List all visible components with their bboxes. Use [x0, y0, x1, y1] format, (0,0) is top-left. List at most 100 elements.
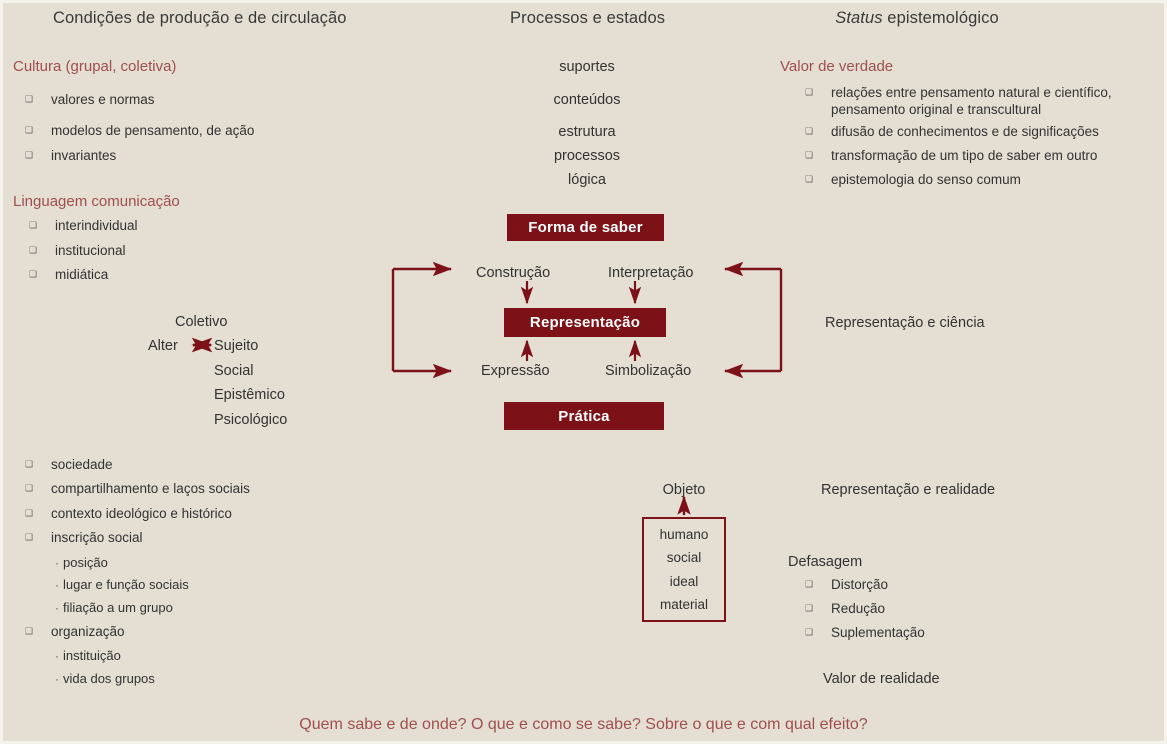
sub-bullet-dot-icon: · [55, 672, 59, 686]
label-sujeito: Sujeito [214, 338, 259, 354]
center-item-estrutura: estrutura [558, 124, 616, 140]
column-heading-right: Status epistemológico [835, 9, 999, 28]
column-heading-right-italic: Status [835, 9, 883, 27]
sub-list-item: · instituição [55, 648, 121, 663]
right-feedback-loop [724, 261, 783, 379]
sub-bullet-dot-icon: · [55, 649, 59, 663]
list-item: ❑ Suplementação [805, 625, 1135, 642]
list-item: ❑ interindividual [29, 218, 329, 235]
sub-bullet-dot-icon: · [55, 578, 59, 592]
column-heading-center: Processos e estados [510, 9, 666, 27]
center-item-logica: lógica [568, 172, 606, 188]
label-coletivo-psicologico: Psicológico [214, 412, 288, 428]
bullet-square-icon: ❑ [805, 604, 814, 614]
column-heading-left: Condições de produção e de circulação [53, 9, 347, 27]
list-item-label: Distorção [831, 577, 889, 592]
sub-list-item: · lugar e função sociais [55, 577, 189, 592]
list-item: ❑ invariantes [25, 148, 355, 165]
objeto-item-social: social [666, 550, 702, 566]
label-interpretacao: Interpretação [608, 265, 694, 281]
column-heading-right-rest: epistemológico [882, 9, 999, 27]
diagram-caption: Quem sabe e de onde? O que e como se sab… [299, 716, 868, 733]
bullet-square-icon: ❑ [805, 175, 814, 185]
heading-defasagem: Defasagem [788, 554, 863, 570]
list-item-label: difusão de conhecimentos e de significaç… [831, 124, 1099, 139]
sub-list-item-label: instituição [63, 648, 121, 663]
list-item: ❑ compartilhamento e laços sociais [25, 481, 365, 498]
list-item-label: invariantes [51, 148, 117, 163]
label-simbolizacao: Simbolização [605, 363, 692, 379]
sub-list-item: · posição [55, 555, 108, 570]
heading-linguagem: Linguagem comunicação [13, 193, 180, 210]
bullet-square-icon: ❑ [25, 95, 34, 105]
label-representacao-e-ciencia: Representação e ciência [825, 315, 985, 331]
list-item-label: transformação de um tipo de saber em out… [831, 148, 1098, 163]
bullet-square-icon: ❑ [29, 221, 38, 231]
list-item: ❑ difusão de conhecimentos e de signific… [805, 124, 1155, 141]
bullet-square-icon: ❑ [25, 627, 34, 637]
sub-list-item-label: filiação a um grupo [63, 600, 173, 615]
box-forma-de-saber[interactable]: Forma de saber [507, 214, 664, 241]
center-item-processos: processos [553, 148, 621, 164]
label-coletivo-epistemico: Epistêmico [214, 387, 285, 403]
list-item-label: interindividual [55, 218, 138, 233]
list-item: ❑ organização [25, 624, 365, 641]
label-objeto: Objeto [662, 482, 706, 498]
list-item: ❑ valores e normas [25, 92, 355, 109]
label-coletivo: Coletivo [175, 314, 228, 330]
objeto-item-material: material [659, 596, 708, 612]
list-item-label: institucional [55, 243, 126, 258]
sub-list-item-label: posição [63, 555, 108, 570]
list-item: ❑ modelos de pensamento, de ação [25, 123, 355, 140]
sub-list-item: · filiação a um grupo [55, 600, 173, 615]
bullet-square-icon: ❑ [29, 270, 38, 280]
objeto-box: humano social ideal material [642, 517, 726, 622]
center-item-conteudos: conteúdos [553, 92, 621, 108]
label-expressao: Expressão [481, 363, 550, 379]
sub-list-item: · vida dos grupos [55, 671, 155, 686]
bullet-square-icon: ❑ [29, 246, 38, 256]
label-alter: Alter [148, 338, 178, 354]
left-feedback-loop [391, 261, 452, 379]
list-item: ❑ Distorção [805, 577, 1135, 594]
box-pratica[interactable]: Prática [504, 402, 664, 430]
list-item-label: Redução [831, 601, 886, 616]
list-item: ❑ contexto ideológico e histórico [25, 506, 365, 523]
list-item: ❑ Redução [805, 601, 1135, 618]
list-item-label: epistemologia do senso comum [831, 172, 1021, 187]
box-representacao[interactable]: Representação [504, 308, 666, 337]
objeto-item-humano: humano [659, 527, 709, 543]
sub-list-item-label: vida dos grupos [63, 671, 155, 686]
bullet-square-icon: ❑ [805, 628, 814, 638]
objeto-item-ideal: ideal [669, 573, 699, 589]
heading-cultura: Cultura (grupal, coletiva) [13, 58, 177, 75]
list-item-label: midiática [55, 267, 109, 282]
list-item: ❑ inscrição social [25, 530, 365, 547]
bullet-square-icon: ❑ [25, 533, 34, 543]
list-item-label: organização [51, 624, 125, 639]
bullet-square-icon: ❑ [25, 151, 34, 161]
bullet-square-icon: ❑ [805, 151, 814, 161]
bullet-square-icon: ❑ [805, 127, 814, 137]
sub-bullet-dot-icon: · [55, 556, 59, 570]
bullet-square-icon: ❑ [25, 484, 34, 494]
bullet-square-icon: ❑ [805, 580, 814, 590]
list-item-label: modelos de pensamento, de ação [51, 123, 255, 138]
center-item-suportes: suportes [559, 59, 615, 75]
list-item: ❑ institucional [29, 243, 329, 260]
label-valor-de-realidade: Valor de realidade [823, 671, 940, 687]
bullet-square-icon: ❑ [805, 88, 814, 98]
list-item-label: Suplementação [831, 625, 925, 640]
bullet-square-icon: ❑ [25, 460, 34, 470]
heading-valor-de-verdade: Valor de verdade [780, 58, 894, 75]
list-item-label: contexto ideológico e histórico [51, 506, 232, 521]
sub-list-item-label: lugar e função sociais [63, 577, 189, 592]
bullet-square-icon: ❑ [25, 509, 34, 519]
sub-bullet-dot-icon: · [55, 601, 59, 615]
bullet-square-icon: ❑ [25, 126, 34, 136]
list-item: ❑ epistemologia do senso comum [805, 172, 1155, 189]
list-item: ❑ sociedade [25, 457, 365, 474]
list-item: ❑ midiática [29, 267, 329, 284]
label-construcao: Construção [476, 265, 551, 281]
